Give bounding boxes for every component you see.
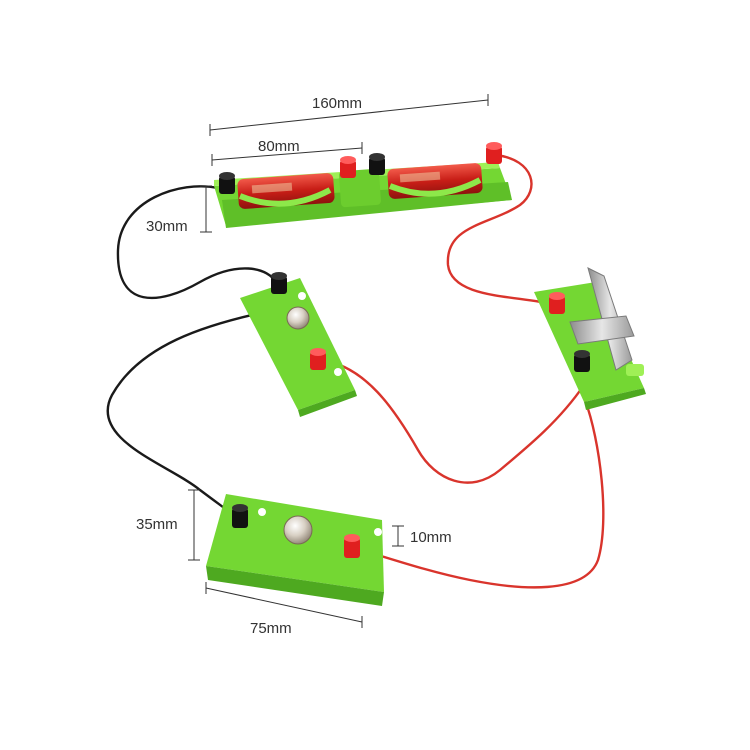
dim-label-35: 35mm [136, 516, 178, 533]
black-wire-battery-to-bulb1 [116, 185, 280, 300]
bulb-board-lower-edge [206, 566, 384, 606]
terminal-red-bulb-lower [344, 534, 360, 558]
dim-line-160 [209, 99, 489, 131]
bulb-board-lower-hole-1 [258, 508, 266, 516]
bulb-board-upper-hole-2 [334, 368, 342, 376]
terminal-red-bulb-upper [310, 348, 326, 370]
terminal-red-switch [549, 292, 565, 314]
terminal-black-bulb-upper [271, 272, 287, 294]
battery-clip-left [238, 187, 332, 207]
dim-label-160: 160mm [312, 95, 362, 112]
battery-holder [214, 142, 512, 228]
bulb-board-upper-hole-1 [298, 292, 306, 300]
bulb-board-upper [240, 272, 357, 417]
switch-board [534, 267, 646, 410]
terminal-black-battery-mid [369, 153, 385, 175]
dimension-lines [188, 94, 489, 628]
red-wire-switch-to-bulb2 [354, 399, 605, 589]
wires [106, 153, 605, 589]
terminal-black-switch [574, 350, 590, 372]
terminal-black-battery-left [219, 172, 235, 194]
bulb-board-upper-body [240, 278, 355, 410]
black-wire-bulb1-to-bulb2 [106, 310, 266, 521]
red-wire-bulb1-to-switch [319, 358, 585, 484]
bulb-board-lower-hole-2 [374, 528, 382, 536]
dim-label-30: 30mm [146, 218, 188, 235]
terminal-red-battery-right [486, 142, 502, 164]
dim-label-80: 80mm [258, 138, 300, 155]
switch-nub [626, 364, 644, 376]
dim-label-10: 10mm [410, 529, 452, 546]
bulb-board-lower [206, 494, 384, 606]
bulb-lower-icon [283, 515, 313, 545]
red-wire-battery-to-switch [446, 153, 556, 307]
switch-metal-lever [569, 315, 635, 345]
terminal-red-battery-mid [340, 156, 356, 178]
dim-line-75 [205, 587, 363, 623]
switch-board-edge [584, 388, 646, 410]
dim-line-80 [211, 147, 363, 161]
battery-clip-right [388, 177, 482, 197]
battery-divider [339, 168, 381, 208]
bulb-board-upper-edge [298, 390, 357, 417]
dim-label-75: 75mm [250, 620, 292, 637]
bulb-upper-icon [286, 306, 310, 330]
terminal-black-bulb-lower [232, 504, 248, 528]
